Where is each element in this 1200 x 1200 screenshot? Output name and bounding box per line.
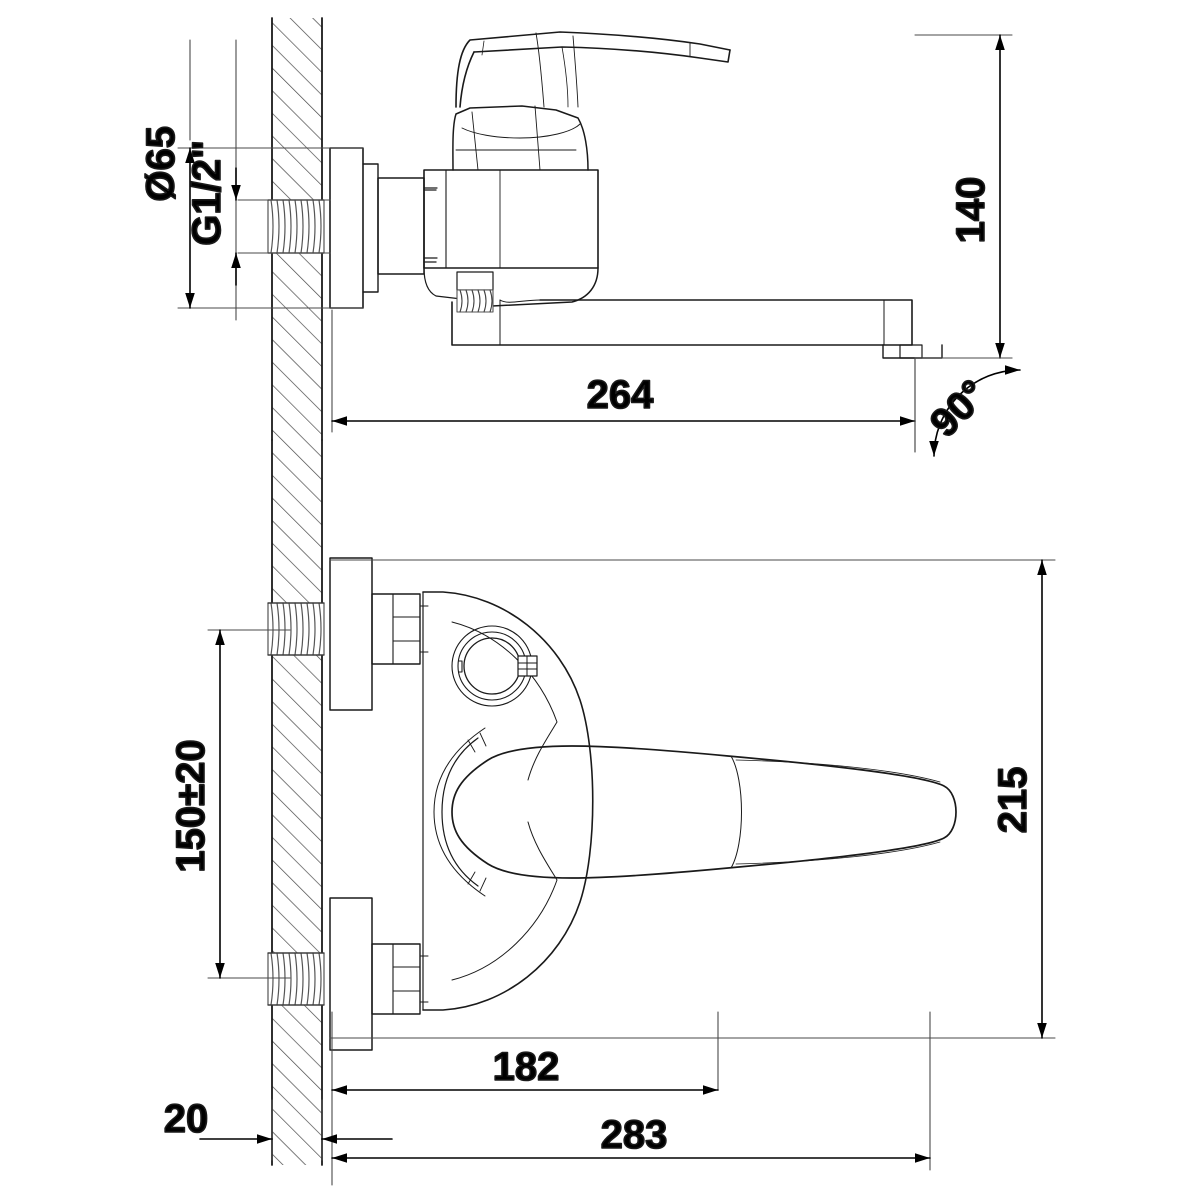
dim-label-182: 182 <box>493 1045 560 1089</box>
mixer-body-side <box>423 31 731 307</box>
view-front-elevation: 150±20 215 182 283 20 <box>163 439 1056 1186</box>
inlet-bottom-assembly <box>267 897 429 1051</box>
wall-thread-nipple-side <box>267 199 325 254</box>
dim-label-20: 20 <box>164 1097 209 1141</box>
hose-outlet-thread-side <box>456 271 494 313</box>
dimension-width-182: 182 <box>331 1044 719 1095</box>
wall-flange-side <box>329 147 379 309</box>
lever-handle-front <box>433 727 957 897</box>
dim-label-264: 264 <box>587 373 654 417</box>
dim-label-140: 140 <box>949 177 993 244</box>
dimension-wall-20: 20 <box>163 1096 393 1144</box>
wall-section-lower <box>271 439 323 1166</box>
spout-side <box>451 299 943 359</box>
extension-lines-front <box>207 559 1056 1186</box>
dimension-diameter-65: Ø65 <box>138 125 195 309</box>
dimension-angle-90: 90° <box>914 357 1021 457</box>
dim-label-90deg: 90° <box>922 372 996 446</box>
mixer-body-front <box>422 591 594 1011</box>
dim-label-150-20: 150±20 <box>169 739 213 872</box>
dimension-thread-g12: G1/2" <box>184 139 241 286</box>
dimension-centers-150-20: 150±20 <box>168 629 225 979</box>
dim-label-283: 283 <box>601 1113 668 1157</box>
connector-nut-side <box>377 177 437 275</box>
cartridge-cap-front <box>451 625 538 707</box>
inlet-top-assembly <box>267 557 429 711</box>
dim-label-g12: G1/2" <box>185 140 229 246</box>
dimension-width-283: 283 <box>331 1112 931 1163</box>
dim-label-215: 215 <box>991 767 1035 834</box>
view-side-elevation: Ø65 G1/2" 140 264 <box>138 17 1021 457</box>
dimension-height-215: 215 <box>990 559 1047 1039</box>
dimension-height-140: 140 <box>948 34 1005 359</box>
dimension-reach-264: 264 <box>331 372 916 426</box>
dim-label-d65: Ø65 <box>139 126 183 202</box>
